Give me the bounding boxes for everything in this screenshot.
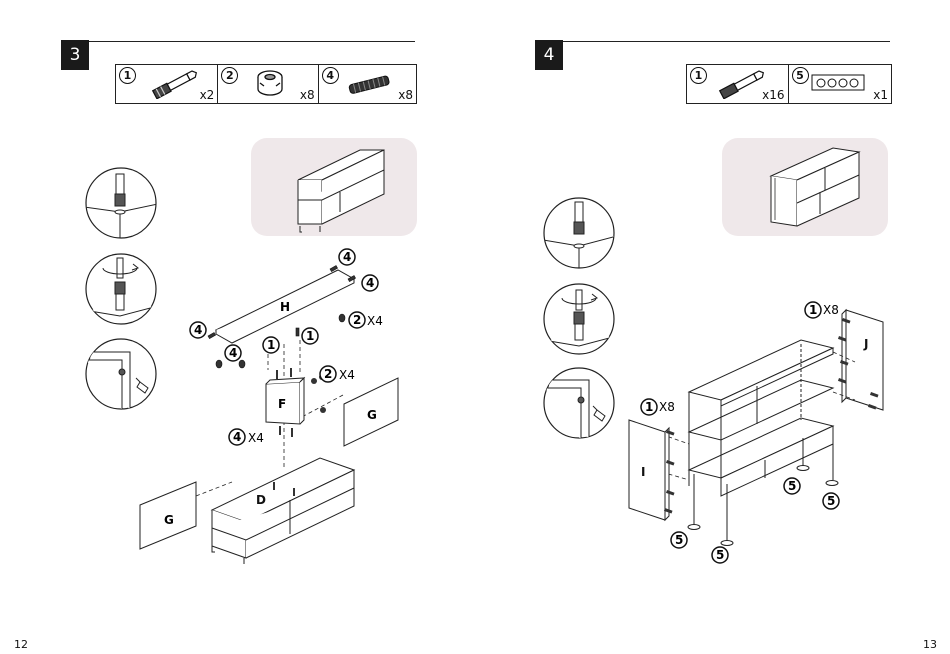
left-page: 3 1 x2 2: [0, 0, 475, 654]
callout-bolt-j: 1 X8: [805, 302, 839, 318]
detail-cam-lock: [86, 339, 156, 410]
label-i: I: [641, 465, 645, 479]
callout-dowel-left-lower: 4: [225, 345, 241, 361]
panel-i: I: [629, 420, 675, 520]
panel-d-base: D: [212, 458, 354, 564]
panel-g-right: G: [344, 378, 398, 446]
callout-dowel-top-b: 4: [362, 275, 378, 291]
callout-bolt-b: 1: [302, 328, 318, 344]
detail-cam-lock: [544, 368, 614, 440]
page-number: 13: [923, 638, 937, 651]
svg-text:X4: X4: [248, 431, 264, 445]
label-h: H: [280, 300, 290, 314]
label-g-right: G: [367, 408, 377, 422]
preview-thumbnail: [722, 138, 888, 236]
cabinet-frame: [689, 340, 833, 496]
detail-bolt-insert: [84, 168, 158, 240]
svg-text:4: 4: [194, 323, 202, 337]
detail-rotate: [543, 284, 617, 354]
svg-text:X4: X4: [339, 368, 355, 382]
right-page: 4 1 x16 5 x1: [475, 0, 950, 654]
svg-text:2: 2: [324, 367, 332, 381]
assembly-drawing: H F: [0, 0, 475, 654]
callout-pad-b: 5: [712, 547, 728, 563]
preview-thumbnail: [251, 138, 417, 236]
detail-rotate: [84, 254, 158, 324]
svg-text:5: 5: [788, 479, 796, 493]
assembly-drawing: J I: [475, 0, 950, 654]
svg-text:4: 4: [233, 430, 241, 444]
label-d: D: [256, 493, 266, 507]
svg-text:2: 2: [353, 313, 361, 327]
svg-text:4: 4: [343, 250, 351, 264]
svg-text:5: 5: [675, 533, 683, 547]
callout-dowel-left: 4: [190, 322, 206, 338]
page-number: 12: [14, 638, 28, 651]
label-j: J: [863, 337, 868, 351]
svg-text:1: 1: [809, 303, 817, 317]
svg-text:4: 4: [229, 346, 237, 360]
panel-g-left: G: [140, 482, 196, 549]
svg-text:1: 1: [306, 329, 314, 343]
callout-dowel-top-a: 4: [339, 249, 355, 265]
detail-bolt-insert: [543, 198, 617, 270]
callout-bolt-i: 1 X8: [641, 399, 675, 415]
callout-pad-c: 5: [784, 478, 800, 494]
svg-text:4: 4: [366, 276, 374, 290]
svg-text:X8: X8: [823, 303, 839, 317]
svg-text:5: 5: [827, 494, 835, 508]
callout-pad-a: 5: [671, 532, 687, 548]
callout-bolt-a: 1: [263, 337, 279, 353]
svg-text:1: 1: [645, 400, 653, 414]
callout-pad-d: 5: [823, 493, 839, 509]
panel-f: F: [266, 368, 326, 437]
callout-cam-f: 2 X4: [320, 366, 355, 382]
panel-h: H: [216, 270, 354, 343]
svg-text:5: 5: [716, 548, 724, 562]
label-g-left: G: [164, 513, 174, 527]
svg-text:X8: X8: [659, 400, 675, 414]
svg-text:1: 1: [267, 338, 275, 352]
svg-text:X4: X4: [367, 314, 383, 328]
callout-cam-h: 2 X4: [349, 312, 383, 328]
callout-dowel-f: 4 X4: [229, 429, 264, 445]
panel-j: J: [838, 310, 883, 410]
label-f: F: [278, 397, 286, 411]
